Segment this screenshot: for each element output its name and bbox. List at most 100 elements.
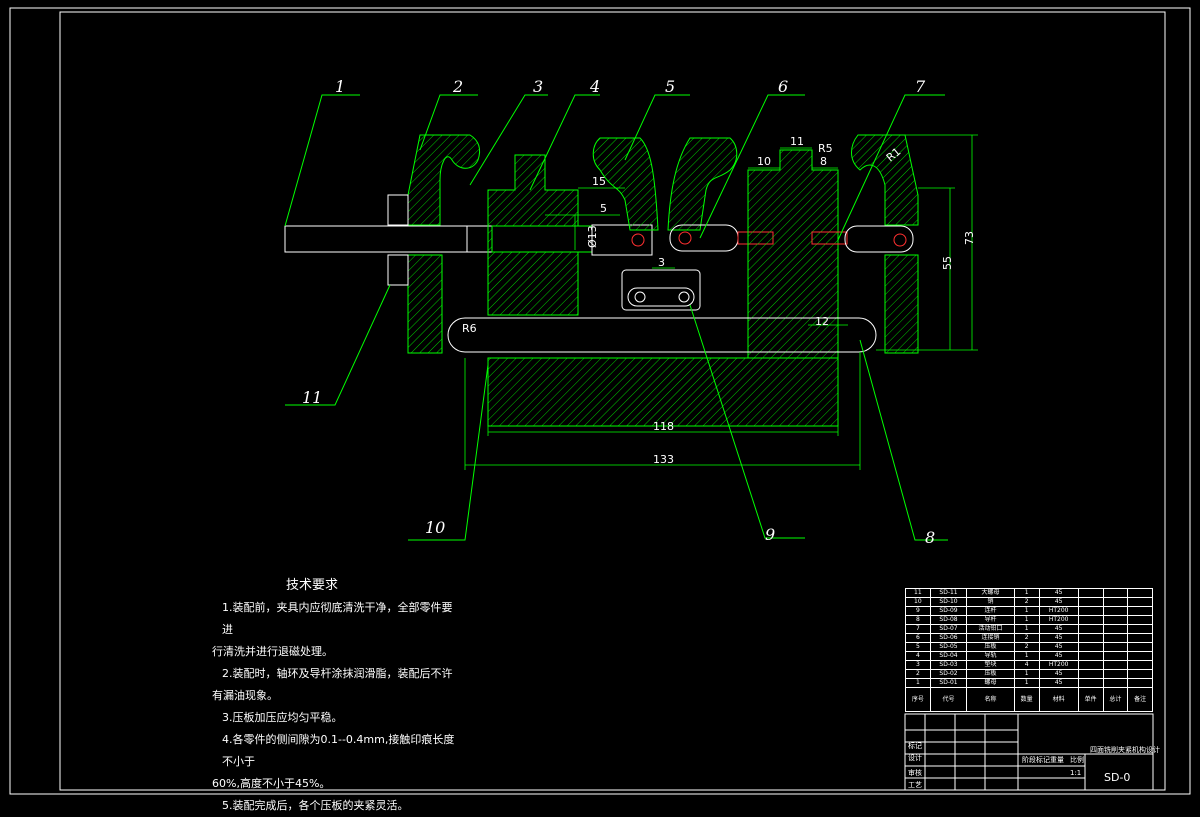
bom-header-cell: 总计 [1102,687,1129,712]
bom-cell: 1 [1013,651,1040,661]
tech-req-line-3: 2.装配时，轴环及导杆涂抹润滑脂，装配后不许 [222,667,453,680]
bom-cell: 45 [1038,669,1079,679]
dim-r5: R5 [818,142,833,155]
tech-req-line-8: 5.装配完成后，各个压板的夹紧灵活。 [222,799,409,812]
bom-cell: 2 [1013,633,1040,643]
bom-cell: 3 [905,660,931,670]
bom-cell: 7 [905,624,931,634]
bom-cell: 11 [905,588,931,598]
part-label-10: 10 [425,518,445,537]
bom-header-cell: 代号 [929,687,968,712]
bom-header-cell: 序号 [905,687,931,712]
bom-cell: 1 [1013,669,1040,679]
part-label-5: 5 [665,77,675,96]
bom-cell: 1 [1013,588,1040,598]
outer-frame [9,7,1191,795]
tech-req-line-7: 60%,高度不小于45%。 [212,777,331,790]
title-block-grid [904,713,1154,791]
bom-cell: SD-02 [929,669,968,679]
block-right [747,149,839,359]
bom-cell: 1 [1013,615,1040,625]
bom-cell: 大螺母 [966,588,1015,598]
bom-cell: 6 [905,633,931,643]
bom-cell: 45 [1038,624,1079,634]
jaw-2 [407,134,481,226]
tb-label-review: 审核 [908,768,922,777]
pin-7 [811,231,848,245]
bom-cell: 1 [1013,606,1040,616]
dim-55: 55 [941,256,954,270]
jaw-7 [851,134,919,226]
bom-cell: 9 [905,606,931,616]
tech-req-line-6: 4.各零件的侧间隙为0.1--0.4mm,接触印痕长度不小于 [222,733,455,768]
bom-header: 序号 代号 名称 数量 材料 单件 总计 备注 [905,687,1153,712]
bom-cell: 1 [905,678,931,688]
dim-11: 11 [790,135,804,148]
bom-cell: 45 [1038,642,1079,652]
bom-cell: 1 [1013,624,1040,634]
pin-left [631,233,645,247]
drawing-title: 四面铣削夹紧机构设计 [1090,745,1160,754]
tech-req-line-4: 有漏油现象。 [212,689,278,702]
plate-6 [667,137,738,231]
bom-cell: 导轨 [966,651,1015,661]
bom-cell: SD-10 [929,597,968,607]
dim-r6: R6 [462,322,477,335]
bom-cell: 45 [1038,588,1079,598]
dim-15: 15 [592,175,606,188]
part-label-1: 1 [335,77,345,96]
part-label-11: 11 [302,388,322,407]
bom-cell: 连杆 [966,606,1015,616]
bom-cell: 螺母 [966,678,1015,688]
dim-8: 8 [820,155,827,168]
bom-cell: 45 [1038,678,1079,688]
bom-cell: SD-07 [929,624,968,634]
leader-lines [284,94,948,541]
bom-cell: SD-01 [929,678,968,688]
jaw-7-lower [884,254,919,354]
bom-cell: 活动钳口 [966,624,1015,634]
assembly-drawing: 1 2 3 4 5 6 7 8 9 10 11 15 5 Ø13 3 11 10… [9,7,1191,795]
dimension-lines [464,134,978,470]
bom-header-cell: 材料 [1038,687,1079,712]
tb-label-stage: 阶段标记 [1022,755,1050,764]
bom-header-cell: 备注 [1127,687,1153,712]
tb-label-process: 工艺 [908,781,922,789]
tb-label-weight: 重量 [1050,756,1064,764]
link-9-slot [627,287,695,307]
bom-cell: 8 [905,615,931,625]
bom-cell: 2 [905,669,931,679]
bom-cell: SD-03 [929,660,968,670]
tb-scale-value: 1:1 [1070,769,1081,777]
tech-req-line-2: 行清洗并进行退磁处理。 [212,645,333,658]
bom-cell: 10 [905,597,931,607]
bom-cell: 压板 [966,642,1015,652]
drawing-number: SD-0 [1104,771,1130,784]
nut-11-upper [387,194,409,226]
bore [491,225,593,253]
clevis-7 [844,225,914,253]
bom-cell: 导杆 [966,615,1015,625]
part-label-7: 7 [915,77,926,96]
dim-73: 73 [963,231,976,245]
bom-header-cell: 单件 [1077,687,1104,712]
guide-rod-8 [447,317,877,353]
dim-118: 118 [653,420,674,433]
bom-cell: SD-05 [929,642,968,652]
dim-5: 5 [600,202,607,215]
bom-cell: 垫块 [966,660,1015,670]
bom-cell: SD-09 [929,606,968,616]
link-9 [621,269,701,311]
dim-d13: Ø13 [586,225,599,248]
base-plate [487,357,839,427]
nut-11-lower [387,254,409,286]
tech-req-line-5: 3.压板加压应均匀平稳。 [222,711,343,724]
